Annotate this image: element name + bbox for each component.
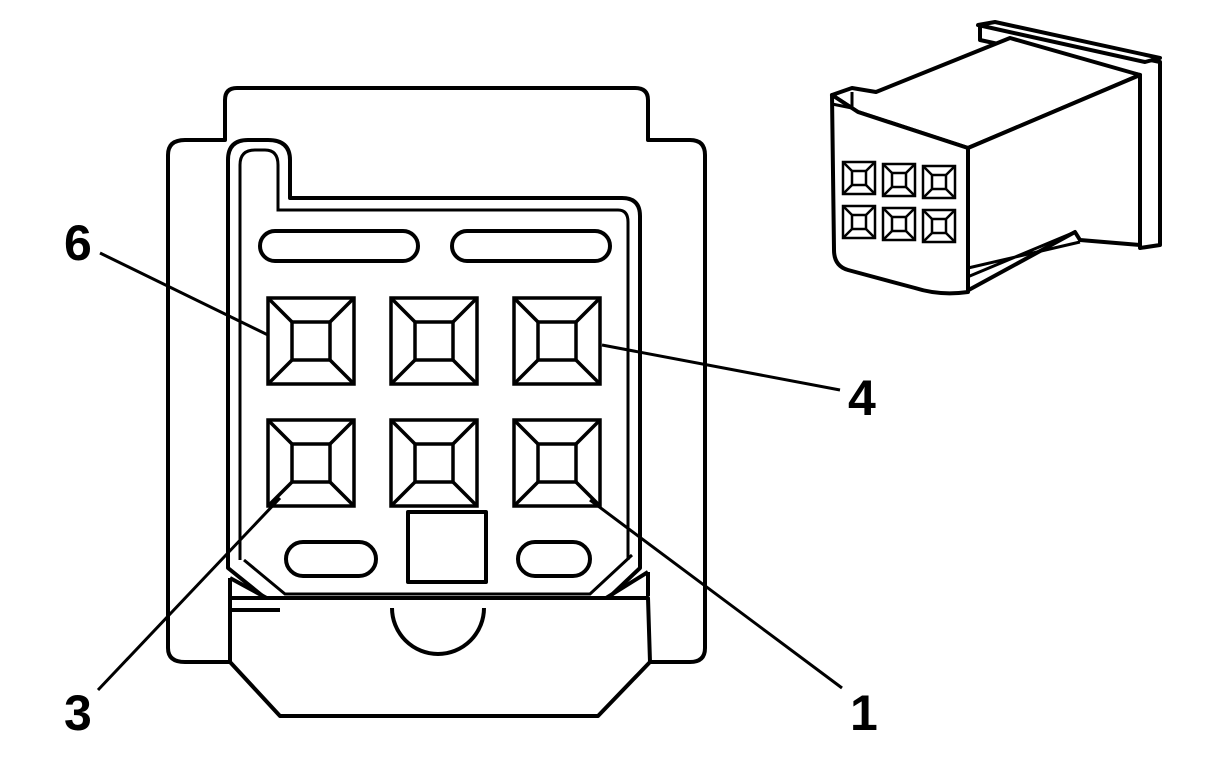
iso-cavity-r1-c2-bevel [905, 186, 916, 197]
cavity-r1-c2-terminal [413, 320, 455, 362]
connector-isometric-view [830, 20, 1162, 296]
terminal-cavities [266, 296, 602, 508]
iso-cavity-r2-c3 [921, 208, 957, 244]
cavity-r1-c1-terminal [290, 320, 332, 362]
cavity-r1-c3-bevel [574, 358, 602, 386]
cavity-r1-c3-terminal [536, 320, 578, 362]
iso-cavity-r2-c2-bevel [905, 207, 916, 218]
iso-cavity-r2-c3-terminal [930, 217, 948, 235]
iso-cavity-r1-c1 [841, 160, 877, 196]
iso-front-tab [830, 92, 854, 110]
cavity-r2-c2-bevel [451, 418, 479, 446]
bottom-slot-left [284, 540, 378, 578]
iso-cavity-r2-c3-bevel [922, 209, 933, 220]
cavity-r1-c2-bevel [451, 296, 479, 324]
cavity-r1-c1-bevel [266, 358, 294, 386]
iso-cavity-r2-c1-terminal [850, 213, 868, 231]
cavity-r2-c1-bevel [328, 418, 356, 446]
iso-cavity-r1-c1-bevel [865, 161, 876, 172]
iso-terminal-cavities [841, 160, 957, 244]
callout-leaders [96, 251, 843, 692]
iso-cavity-r2-c2-bevel [905, 230, 916, 241]
iso-cavity-r1-c1-bevel [842, 161, 853, 172]
cavity-r1-c2-bevel [389, 358, 417, 386]
top-slot-left [258, 229, 420, 263]
cavity-r1-c1-bevel [328, 358, 356, 386]
cavity-r1-c1-bevel [266, 296, 294, 324]
cavity-r2-c3-bevel [574, 418, 602, 446]
iso-cavity-r1-c1-bevel [842, 184, 853, 195]
cavity-r2-c1 [266, 418, 356, 508]
cavity-r2-c3-bevel [512, 480, 540, 508]
iso-cavity-r2-c1-bevel [842, 228, 853, 239]
leader-line-3 [96, 496, 282, 692]
cavity-r1-c2 [389, 296, 479, 386]
iso-cavity-r2-c3-bevel [945, 232, 956, 243]
iso-back-flange-face [976, 20, 1162, 64]
cavity-r2-c2-bevel [451, 480, 479, 508]
iso-cavity-r2-c2-terminal [890, 215, 908, 233]
cavity-r1-c1-bevel [328, 296, 356, 324]
iso-cavity-r2-c1 [841, 204, 877, 240]
iso-cavity-r1-c3-bevel [945, 188, 956, 199]
cavity-r2-c2-terminal [413, 442, 455, 484]
cavity-r1-c3 [512, 296, 602, 386]
iso-cavity-r1-c3-bevel [945, 165, 956, 176]
cavity-r2-c3-terminal [536, 442, 578, 484]
iso-cavity-r1-c1-bevel [865, 184, 876, 195]
cavity-r2-c3-bevel [574, 480, 602, 508]
connector-inner-frame [226, 138, 642, 608]
iso-cavity-r1-c3 [921, 164, 957, 200]
iso-cavity-r1-c2-bevel [882, 186, 893, 197]
cavity-r2-c1-bevel [266, 418, 294, 446]
iso-cavity-r1-c1-terminal [850, 169, 868, 187]
bottom-slot-right [516, 540, 592, 578]
callout-label-4: 4 [848, 370, 876, 426]
iso-cavity-r2-c3-bevel [945, 209, 956, 220]
leader-line-4 [601, 343, 841, 392]
leader-line-1 [589, 498, 843, 690]
top-slot-right [450, 229, 612, 263]
bottom-rail-inner [243, 553, 634, 596]
cavity-r2-c1-terminal [290, 442, 332, 484]
polarization-key [406, 510, 488, 584]
cavity-r2-c3 [512, 418, 602, 508]
iso-cavity-r2-c2-bevel [882, 230, 893, 241]
cavity-r1-c3-bevel [574, 296, 602, 324]
cavity-r1-c2-bevel [451, 358, 479, 386]
connector-inner-frame-rim [238, 148, 630, 560]
iso-cavity-r2-c1-bevel [842, 205, 853, 216]
callout-label-1: 1 [850, 685, 878, 741]
cavity-r2-c2-bevel [389, 418, 417, 446]
cavity-r2-c1-bevel [266, 480, 294, 508]
cavity-r2-c2 [389, 418, 479, 508]
connector-face-view [166, 86, 707, 718]
cavity-r1-c3-bevel [512, 296, 540, 324]
iso-cavity-r1-c3-bevel [922, 165, 933, 176]
iso-cavity-r1-c2-bevel [882, 163, 893, 174]
latch-tab [228, 596, 652, 718]
iso-cavity-r2-c2 [881, 206, 917, 242]
callout-label-6: 6 [64, 215, 92, 271]
cavity-r1-c3-bevel [512, 358, 540, 386]
leader-line-6 [99, 251, 269, 337]
iso-cavity-r2-c2-bevel [882, 207, 893, 218]
iso-cavity-r2-c3-bevel [922, 232, 933, 243]
cavity-r2-c2-bevel [389, 480, 417, 508]
latch-notch [390, 607, 486, 656]
iso-cavity-r1-c2-terminal [890, 171, 908, 189]
cavity-r1-c1 [266, 296, 356, 386]
iso-side-groove [964, 230, 1081, 280]
callout-label-3: 3 [64, 685, 92, 741]
iso-cavity-r1-c2 [881, 162, 917, 198]
cavity-r1-c2-bevel [389, 296, 417, 324]
iso-cavity-r1-c3-bevel [922, 188, 933, 199]
cavity-r2-c3-bevel [512, 418, 540, 446]
cavity-r2-c1-bevel [328, 480, 356, 508]
iso-cavity-r2-c1-bevel [865, 228, 876, 239]
iso-cavity-r1-c3-terminal [930, 173, 948, 191]
iso-cavity-r1-c2-bevel [905, 163, 916, 174]
iso-cavity-r2-c1-bevel [865, 205, 876, 216]
